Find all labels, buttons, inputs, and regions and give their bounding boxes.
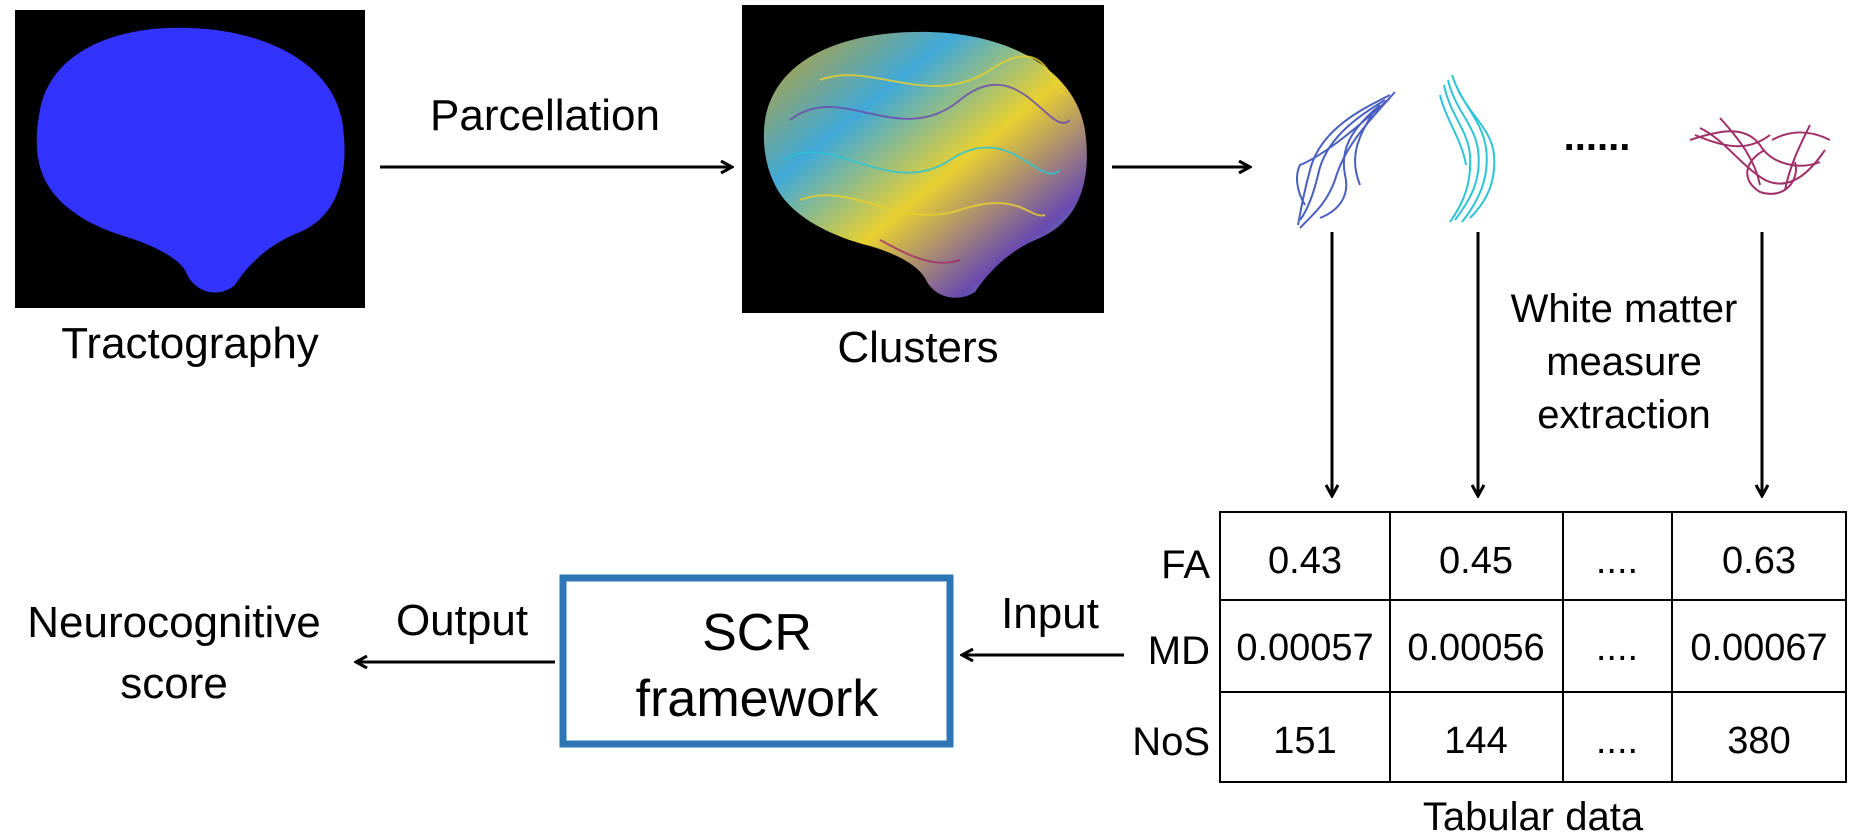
clusters-brain-shape (763, 31, 1087, 298)
tabular-data-label: Tabular data (1423, 795, 1644, 838)
row-label-md: MD (1148, 629, 1210, 673)
row-label-fa: FA (1161, 543, 1210, 587)
table-cell: .... (1596, 720, 1638, 762)
input-label: Input (1001, 589, 1099, 638)
wm-label-line1: White matter (1511, 287, 1738, 331)
cluster-bundle-2 (1439, 74, 1496, 223)
scr-label-line2: framework (636, 670, 880, 728)
scr-framework-box (559, 574, 954, 748)
scr-label-line1: SCR (702, 604, 812, 662)
wm-label-line3: extraction (1537, 393, 1710, 437)
row-label-nos: NoS (1132, 720, 1210, 764)
tractography-label: Tractography (61, 319, 319, 368)
tractography-image (15, 10, 365, 308)
table-cell: 380 (1727, 720, 1790, 762)
clusters-label: Clusters (837, 323, 998, 372)
table-cell: 0.00067 (1690, 627, 1827, 669)
table-cell: .... (1596, 627, 1638, 669)
tabular-data-table: FA MD NoS 0.43 0.45 .... 0.63 0.00057 0.… (1132, 511, 1847, 783)
wm-label-line2: measure (1546, 340, 1702, 384)
table-cell: 0.00057 (1236, 627, 1373, 669)
cluster-bundle-1 (1296, 91, 1396, 229)
parcellation-label: Parcellation (430, 91, 660, 140)
table-cell: .... (1596, 540, 1638, 582)
table-cell: 144 (1444, 720, 1507, 762)
table-cell: 0.45 (1439, 540, 1513, 582)
output-label: Output (396, 596, 528, 645)
bundles-ellipsis: ...... (1564, 115, 1631, 159)
neurocognitive-label-line1: Neurocognitive (27, 598, 321, 647)
neurocognitive-label-line2: score (120, 659, 228, 708)
table-cell: 0.43 (1268, 540, 1342, 582)
table-border (1219, 511, 1847, 783)
cluster-bundle-3 (1689, 117, 1831, 195)
table-cell: 151 (1273, 720, 1336, 762)
table-cell: 0.00056 (1407, 627, 1544, 669)
white-matter-extraction-label: White matter measure extraction (1511, 287, 1738, 437)
clusters-image (742, 5, 1104, 313)
cluster-fibers-texture (784, 55, 1071, 264)
table-cell: 0.63 (1722, 540, 1796, 582)
tractography-brain-shape (36, 27, 345, 293)
